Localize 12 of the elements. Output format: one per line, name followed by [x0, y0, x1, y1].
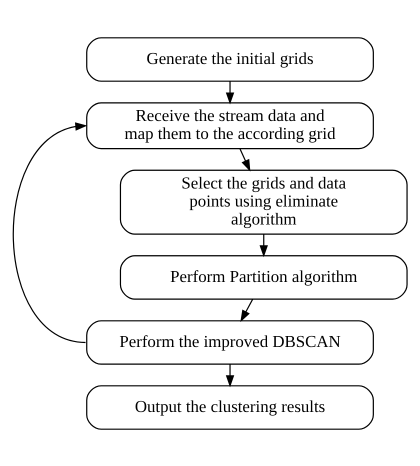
node-box: Output the clustering results: [86, 384, 374, 430]
node-box: Perform the improved DBSCAN: [86, 320, 374, 364]
arrow: [239, 148, 250, 172]
node-box: Select the grids and data points using eliminate algorithm: [120, 169, 408, 234]
arrow: [260, 234, 268, 257]
arrow: [226, 364, 234, 387]
arrow: [226, 80, 234, 104]
node-box: Perform Partition algorithm: [120, 254, 408, 300]
node-box: Receive the stream data and map them to the according grid: [86, 102, 374, 149]
arrow: [12, 122, 88, 343]
arrow: [240, 298, 254, 322]
node-box: Generate the initial grids: [86, 36, 374, 82]
